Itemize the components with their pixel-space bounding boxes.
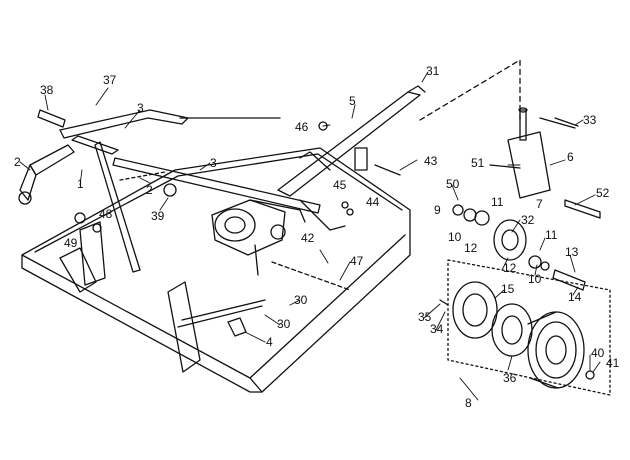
bolt-52: [489, 164, 601, 219]
callout-label: 38: [40, 83, 54, 97]
callout-label: 30: [277, 317, 291, 331]
callout-label: 36: [503, 371, 517, 385]
callout-label: 37: [103, 73, 117, 87]
callout-label: 50: [446, 177, 460, 191]
callout-label: 1: [77, 177, 84, 191]
callout-label: 5: [349, 94, 356, 108]
callout-label: 48: [99, 207, 113, 221]
callout-label: 51: [471, 156, 485, 170]
small-hardware: [37, 109, 579, 306]
callout-label: 35: [418, 310, 432, 324]
callout-label: 46: [295, 120, 309, 134]
callout-label: 39: [151, 209, 165, 223]
callout-label: 44: [366, 195, 380, 209]
callout-label: 52: [596, 186, 610, 200]
callout-label: 11: [491, 195, 504, 209]
a-frame-arms: [18, 109, 321, 273]
mower-deck: [21, 147, 411, 393]
top-link: [277, 85, 426, 231]
callout-label: 30: [294, 293, 308, 307]
leader-lines: [19, 71, 601, 401]
callout-label: 2: [14, 155, 21, 169]
callout-label: 45: [333, 178, 347, 192]
callout-label: 10: [448, 230, 462, 244]
callout-label: 42: [301, 231, 315, 245]
callout-label: 11: [545, 228, 558, 242]
callout-label: 14: [568, 290, 582, 304]
callout-label: 34: [430, 322, 444, 336]
callout-label: 13: [565, 245, 579, 259]
callout-label: 9: [434, 203, 441, 217]
callout-label: 3: [210, 156, 217, 170]
callout-label: 2: [146, 183, 153, 197]
callout-label: 41: [606, 356, 620, 370]
callout-label: 40: [591, 346, 605, 360]
callout-label: 47: [350, 254, 364, 268]
callout-label: 32: [521, 213, 535, 227]
callout-label: 33: [583, 113, 597, 127]
callout-label: 8: [465, 396, 472, 410]
callout-label: 4: [266, 335, 273, 349]
drive-shaft: [177, 261, 351, 337]
hub-assembly: [452, 204, 586, 291]
callout-label: 7: [536, 197, 543, 211]
callout-label: 49: [64, 236, 78, 250]
callout-label: 15: [501, 282, 515, 296]
callout-label: 3: [137, 101, 144, 115]
callout-label: 10: [528, 272, 542, 286]
wheel-arm-bracket: [419, 59, 576, 199]
callout-label: 6: [567, 150, 574, 164]
callout-label: 31: [426, 64, 440, 78]
callout-label: 12: [503, 261, 517, 275]
callout-label: 12: [464, 241, 478, 255]
gearbox: [211, 199, 306, 276]
callout-label: 43: [424, 154, 438, 168]
front-bracket: [79, 221, 201, 373]
